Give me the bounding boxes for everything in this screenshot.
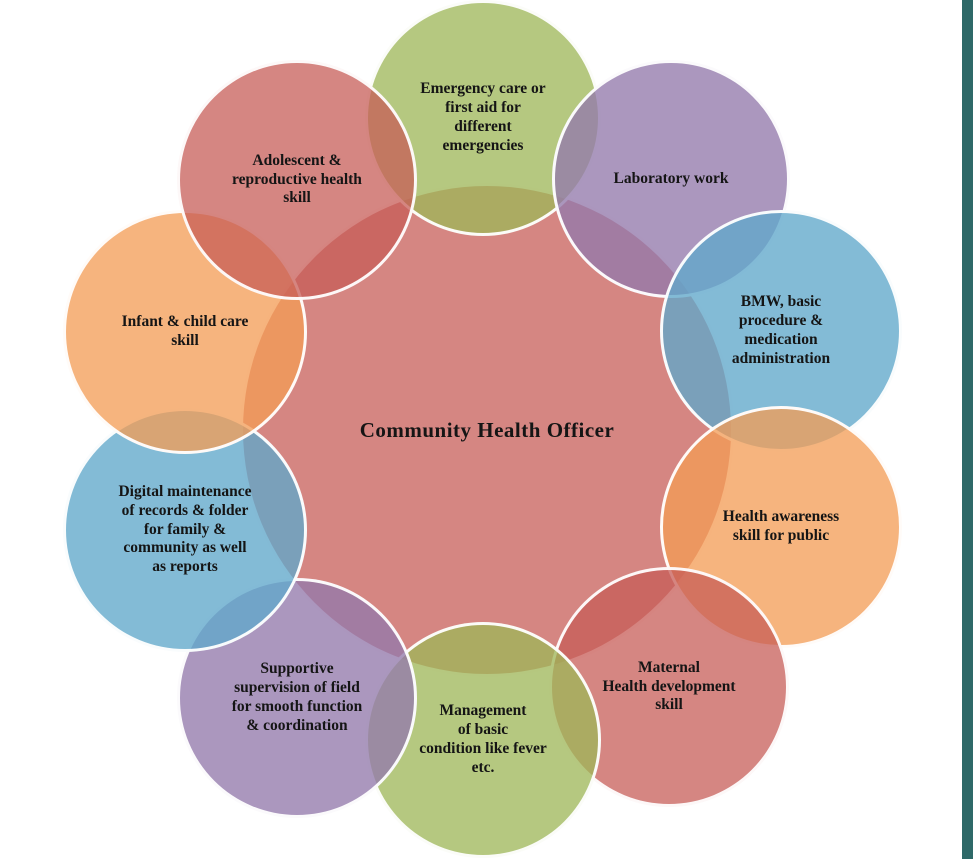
- node-label: BMW, basic procedure & medication admini…: [731, 293, 831, 367]
- node-label: Laboratory work: [613, 169, 729, 187]
- node-label: Health awareness skill for public: [722, 508, 840, 544]
- node-label: Adolescent & reproductive health skill: [232, 151, 362, 207]
- node-label: Management of basic condition like fever…: [419, 702, 547, 776]
- node-label: Supportive supervision of field for smoo…: [231, 660, 363, 734]
- node-label: Digital maintenance of records & folder …: [118, 482, 252, 576]
- node-bmw-basic-procedure: BMW, basic procedure & medication admini…: [660, 210, 902, 452]
- node-digital-maintenance: Digital maintenance of records & folder …: [63, 408, 307, 652]
- node-label: Maternal Health development skill: [602, 658, 736, 714]
- right-edge-bar: [962, 0, 973, 859]
- node-adolescent-reproductive: Adolescent & reproductive health skill: [177, 60, 417, 300]
- center-title: Community Health Officer: [359, 417, 615, 442]
- node-label: Emergency care or first aid for differen…: [420, 80, 546, 154]
- node-label: Infant & child care skill: [121, 313, 249, 349]
